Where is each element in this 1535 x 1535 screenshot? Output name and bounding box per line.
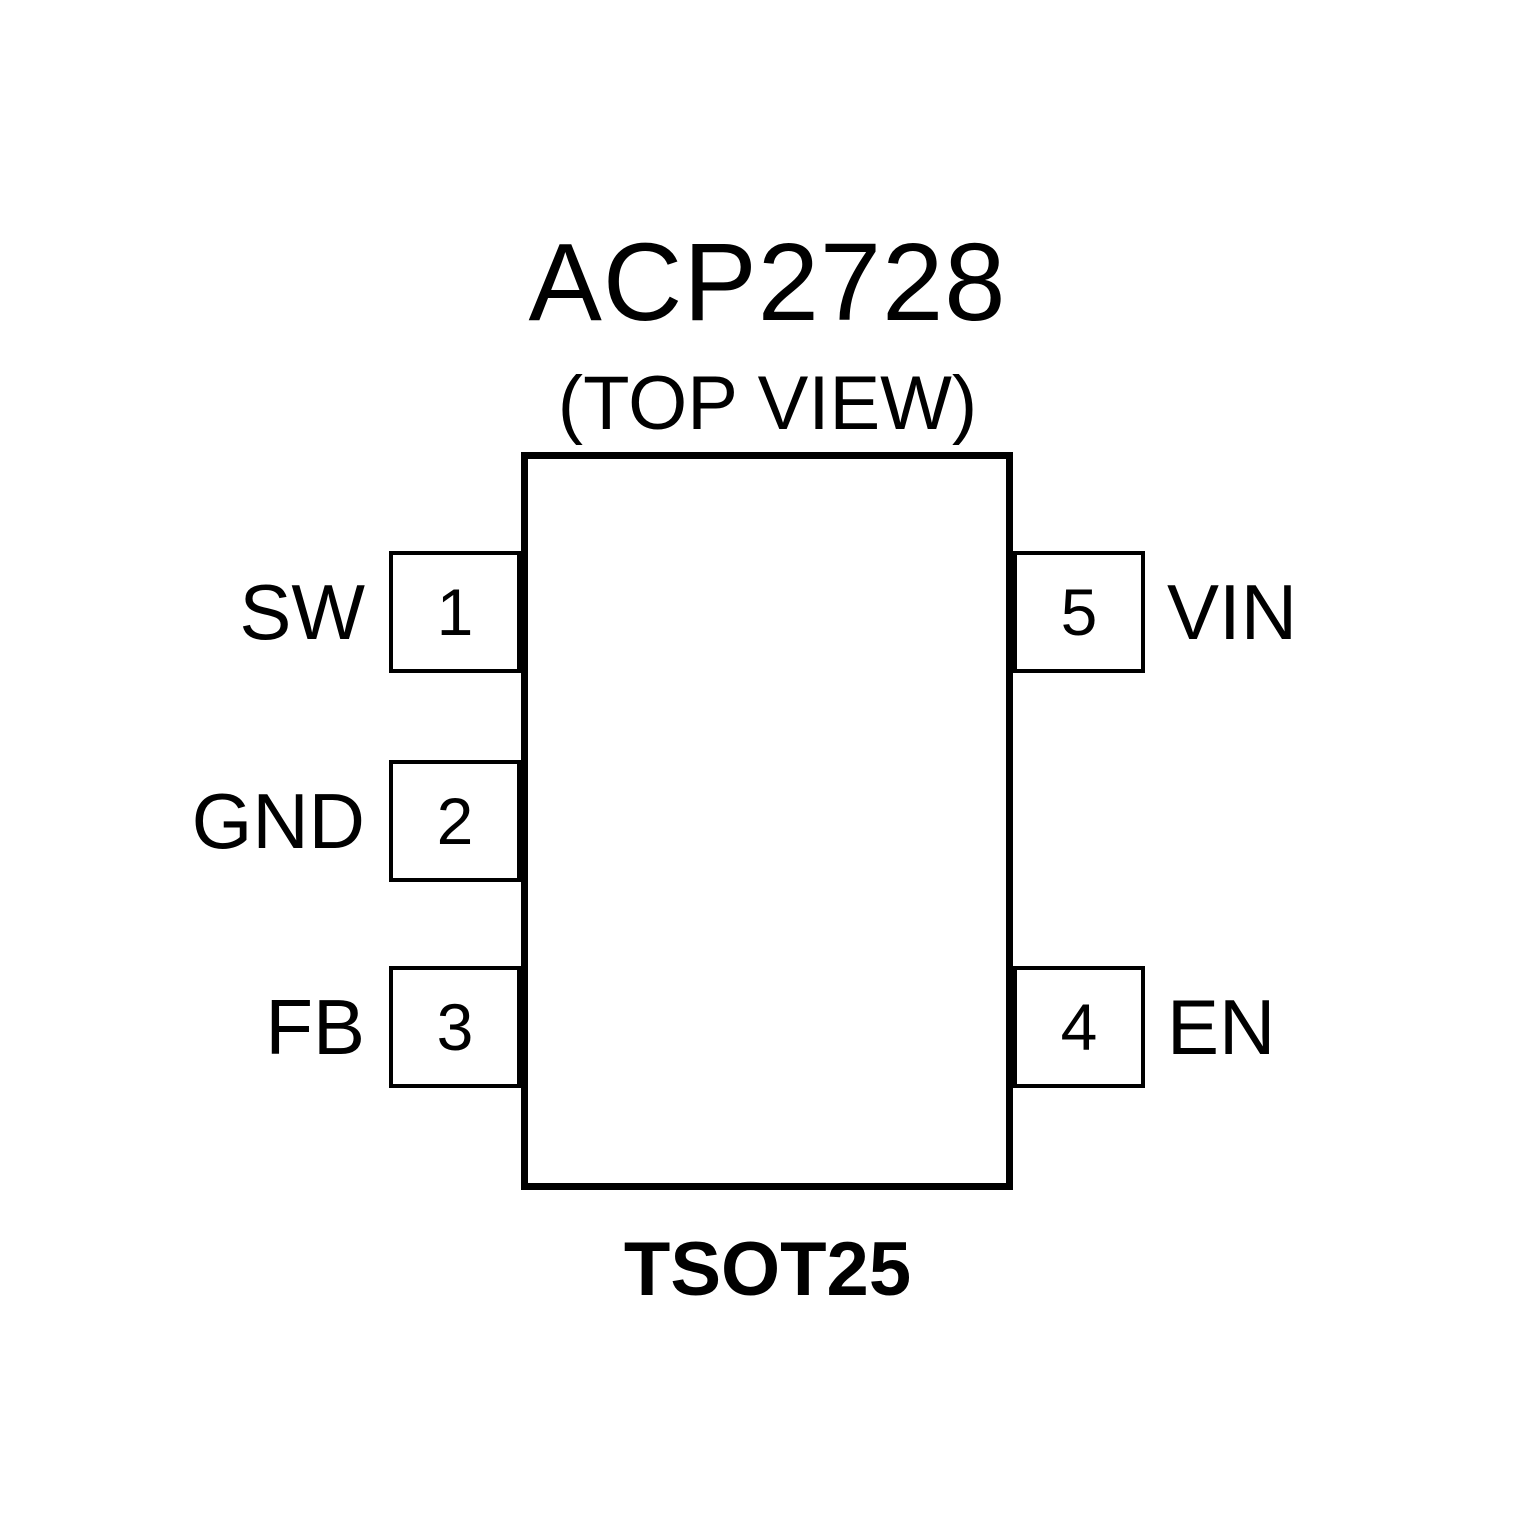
pin-label-fb: FB: [265, 983, 365, 1071]
pin-number-1: 1: [436, 575, 474, 649]
pin-row-1: SW 1: [0, 551, 521, 673]
pin-number-5: 5: [1060, 575, 1098, 649]
pin-label-vin: VIN: [1167, 568, 1298, 656]
pin-number-2: 2: [436, 784, 474, 858]
pin-row-4: 4 EN: [1013, 966, 1535, 1088]
pin-box-4: 4: [1013, 966, 1145, 1088]
pin-row-2: GND 2: [0, 760, 521, 882]
pin-box-2: 2: [389, 760, 521, 882]
pin-number-3: 3: [436, 990, 474, 1064]
pin-box-3: 3: [389, 966, 521, 1088]
pin-row-5: 5 VIN: [1013, 551, 1535, 673]
pin-box-1: 1: [389, 551, 521, 673]
pin-label-sw: SW: [239, 568, 365, 656]
pin-label-gnd: GND: [191, 777, 365, 865]
chip-title: ACP2728: [528, 221, 1007, 344]
pin-label-en: EN: [1167, 983, 1276, 1071]
pin-row-3: FB 3: [0, 966, 521, 1088]
chip-subtitle: (TOP VIEW): [557, 361, 978, 446]
chip-body: [521, 452, 1013, 1190]
pin-number-4: 4: [1060, 990, 1098, 1064]
pin-box-5: 5: [1013, 551, 1145, 673]
package-label: TSOT25: [623, 1227, 912, 1312]
